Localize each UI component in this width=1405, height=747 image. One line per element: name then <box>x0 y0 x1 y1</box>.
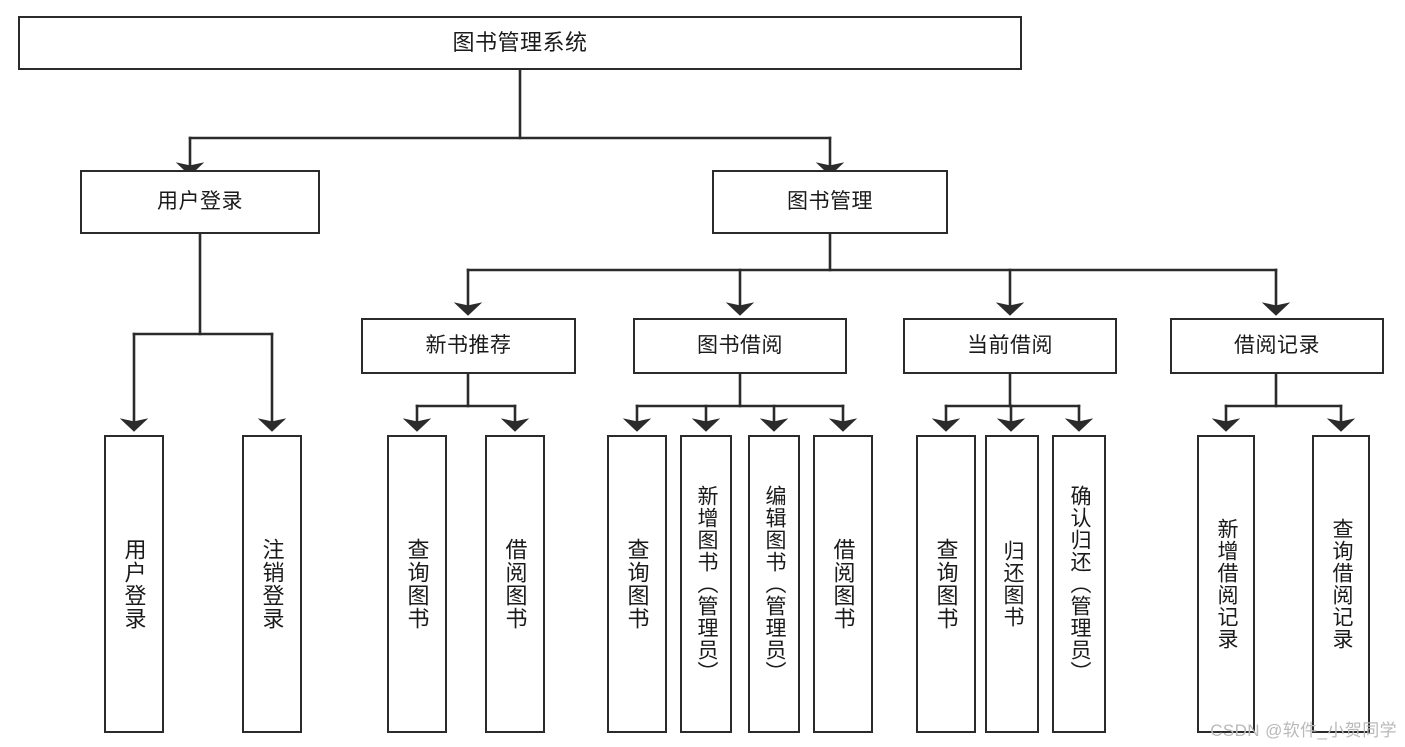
node-book-management[interactable]: 图书管理 <box>712 170 948 234</box>
node-label: 确认归还（管理员） <box>1067 485 1091 683</box>
node-label: 编辑图书（管理员） <box>762 485 786 683</box>
leaf-borrow-book-borrowing[interactable]: 借阅图书 <box>813 435 873 733</box>
leaf-borrow-book-new-book[interactable]: 借阅图书 <box>485 435 545 733</box>
node-root-book-management-system[interactable]: 图书管理系统 <box>18 16 1022 70</box>
node-label: 归还图书 <box>1000 540 1024 628</box>
leaf-add-book-admin[interactable]: 新增图书（管理员） <box>680 435 732 733</box>
leaf-user-logout[interactable]: 注销登录 <box>242 435 302 733</box>
leaf-query-borrowing-record[interactable]: 查询借阅记录 <box>1312 435 1370 733</box>
node-label: 图书管理系统 <box>452 30 588 56</box>
leaf-user-login[interactable]: 用户登录 <box>104 435 164 733</box>
node-label: 图书管理 <box>787 189 873 213</box>
leaf-confirm-return-admin[interactable]: 确认归还（管理员） <box>1052 435 1106 733</box>
node-label: 借阅记录 <box>1234 333 1320 357</box>
node-user-login[interactable]: 用户登录 <box>80 170 320 234</box>
node-label: 查询图书 <box>933 538 959 630</box>
csdn-watermark: CSDN @软件_小贺同学 <box>1210 721 1397 740</box>
node-label: 用户登录 <box>121 538 147 630</box>
node-label: 注销登录 <box>259 538 285 630</box>
leaf-query-book-current[interactable]: 查询图书 <box>916 435 976 733</box>
node-label: 新增借阅记录 <box>1214 518 1238 650</box>
node-borrowing-record[interactable]: 借阅记录 <box>1170 318 1384 374</box>
node-current-borrowing[interactable]: 当前借阅 <box>903 318 1117 374</box>
node-label: 用户登录 <box>157 189 243 213</box>
node-new-book-recommendation[interactable]: 新书推荐 <box>361 318 576 374</box>
leaf-query-book-new-book[interactable]: 查询图书 <box>387 435 447 733</box>
node-label: 查询图书 <box>404 538 430 630</box>
node-label: 查询图书 <box>624 538 650 630</box>
leaf-query-book-borrowing[interactable]: 查询图书 <box>607 435 667 733</box>
node-label: 借阅图书 <box>502 538 528 630</box>
node-book-borrowing[interactable]: 图书借阅 <box>633 318 847 374</box>
node-label: 图书借阅 <box>697 333 783 357</box>
node-label: 新书推荐 <box>425 333 512 357</box>
node-label: 新增图书（管理员） <box>694 485 718 683</box>
node-label: 借阅图书 <box>830 538 856 630</box>
leaf-return-book[interactable]: 归还图书 <box>985 435 1039 733</box>
leaf-add-borrowing-record[interactable]: 新增借阅记录 <box>1197 435 1255 733</box>
leaf-edit-book-admin[interactable]: 编辑图书（管理员） <box>748 435 800 733</box>
node-label: 当前借阅 <box>967 333 1053 357</box>
node-label: 查询借阅记录 <box>1329 518 1353 650</box>
